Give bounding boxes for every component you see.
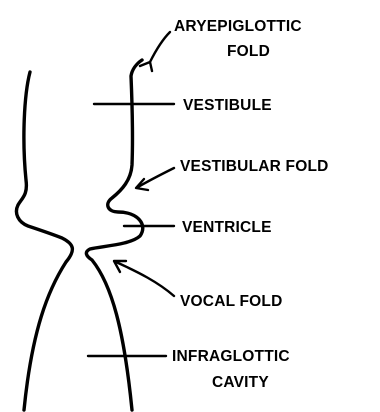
vestibular-fold-label: VESTIBULAR FOLD <box>180 158 329 175</box>
aryepiglottic-fold-leader <box>150 32 170 62</box>
left-larynx-wall <box>16 72 72 410</box>
ventricle-label: VENTRICLE <box>182 219 272 236</box>
infraglottic-cavity-label-line2: CAVITY <box>212 374 269 391</box>
aryepiglottic-fold-label-line1: ARYEPIGLOTTIC <box>174 18 302 35</box>
vestibule-label: VESTIBULE <box>183 97 272 114</box>
aryepiglottic-fold-arrowhead <box>140 62 152 71</box>
vocal-fold-leader <box>116 262 174 296</box>
vocal-fold-label: VOCAL FOLD <box>180 293 282 310</box>
vestibular-fold-leader <box>138 168 174 187</box>
right-larynx-wall <box>86 60 142 410</box>
infraglottic-cavity-label-line1: INFRAGLOTTIC <box>172 348 290 365</box>
aryepiglottic-fold-label-line2: FOLD <box>227 43 270 60</box>
